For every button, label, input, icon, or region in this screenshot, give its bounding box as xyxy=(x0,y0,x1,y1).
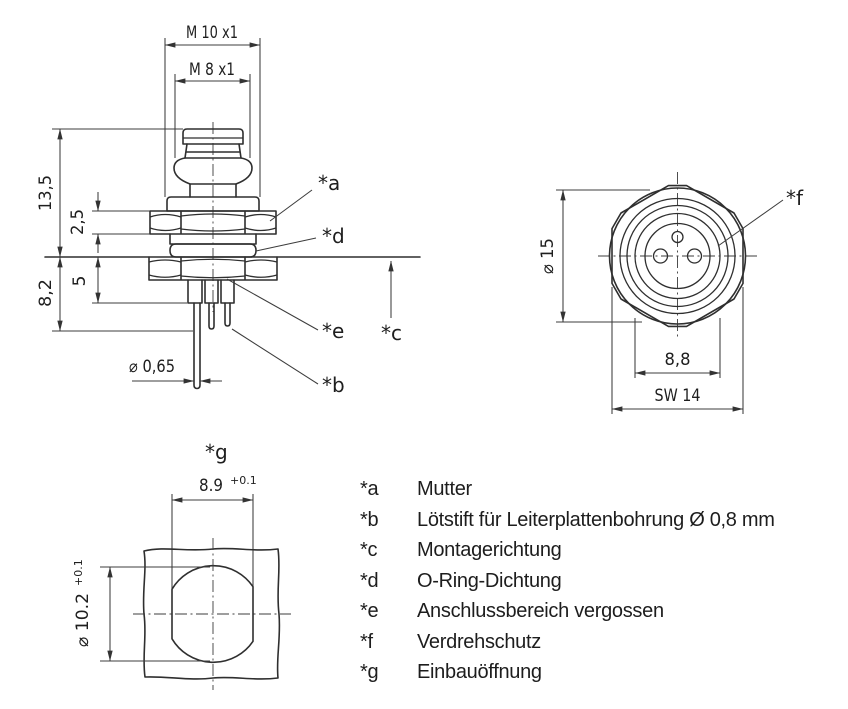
dim-8-8: 8,8 xyxy=(665,350,691,370)
legend-key: *f xyxy=(360,630,373,653)
pin-hole-top xyxy=(671,230,684,244)
callout-a-mutter: *a xyxy=(318,171,340,195)
dim-8-2: 8,2 xyxy=(36,279,56,307)
dim-13-5: 13,5 xyxy=(36,175,56,211)
dim-d15: ⌀ 15 xyxy=(538,238,558,274)
legend-key: *a xyxy=(360,478,379,500)
callout-e-potting: *e xyxy=(322,319,344,343)
legend-key: *e xyxy=(360,600,379,622)
legend-label: Verdrehschutz xyxy=(417,630,541,653)
potted-pins xyxy=(187,279,235,304)
legend-row-f: *f Verdrehschutz xyxy=(360,627,775,658)
legend-row-d: *d O-Ring-Dichtung xyxy=(360,566,775,597)
legend: *a Mutter *b Lötstift für Leiterplattenb… xyxy=(360,474,775,688)
front-outer-circle xyxy=(608,187,747,325)
callout-b-solder-pin: *b xyxy=(322,373,345,397)
dim-sw14: SW 14 xyxy=(655,386,701,406)
dim-pin-diameter: ⌀ 0,65 xyxy=(129,357,175,377)
legend-key: *d xyxy=(360,569,379,592)
legend-label: Montagerichtung xyxy=(417,539,562,561)
callout-g-mounting-hole: *g xyxy=(205,440,228,464)
legend-key: *b xyxy=(360,508,379,531)
dim-2-5: 2,5 xyxy=(68,209,88,235)
solder-pins xyxy=(193,302,231,390)
dim-8-9-tolerance: +0.1 xyxy=(230,474,257,487)
legend-row-g: *g Einbauöffnung xyxy=(360,657,775,688)
legend-label: O-Ring-Dichtung xyxy=(417,569,562,592)
dim-m8: M 8 x1 xyxy=(189,60,235,80)
dim-d10-2-tolerance: +0.1 xyxy=(72,559,85,586)
dim-8-9: 8.9 xyxy=(199,476,223,496)
front-hexagon xyxy=(611,184,744,328)
legend-label: Lötstift für Leiterplattenbohrung Ø 0,8 … xyxy=(417,508,775,531)
cutout-view: *g 8.9 +0.1 ⌀ 10.2 +0.1 xyxy=(72,440,291,690)
hex-nut xyxy=(149,210,277,235)
legend-key: *g xyxy=(360,661,379,683)
dim-5: 5 xyxy=(70,276,90,287)
legend-label: Einbauöffnung xyxy=(417,661,542,683)
legend-row-b: *b Lötstift für Leiterplattenbohrung Ø 0… xyxy=(360,505,775,536)
side-view: M 10 x1 M 8 x1 13,5 8,2 2,5 5 ⌀ 0,65 *a … xyxy=(36,23,421,397)
mounting-hole xyxy=(171,564,254,664)
callout-f-anti-rotation: *f xyxy=(786,186,804,210)
pin-hole-left xyxy=(652,248,669,264)
legend-label: Anschlussbereich vergossen xyxy=(417,600,664,622)
dim-m10: M 10 x1 xyxy=(186,23,238,43)
legend-row-c: *c Montagerichtung xyxy=(360,535,775,566)
callout-d-o-ring: *d xyxy=(322,224,345,248)
lower-hex xyxy=(148,256,278,281)
legend-label: Mutter xyxy=(417,478,472,500)
legend-row-e: *e Anschlussbereich vergossen xyxy=(360,596,775,627)
mounting-plate xyxy=(142,547,281,680)
front-view: ⌀ 15 8,8 SW 14 *f xyxy=(538,172,804,414)
pin-hole-right xyxy=(686,248,703,264)
dim-d10-2: ⌀ 10.2 xyxy=(73,593,93,647)
callout-c-mounting-direction: *c xyxy=(381,321,402,345)
legend-row-a: *a Mutter xyxy=(360,474,775,505)
legend-key: *c xyxy=(360,539,378,561)
